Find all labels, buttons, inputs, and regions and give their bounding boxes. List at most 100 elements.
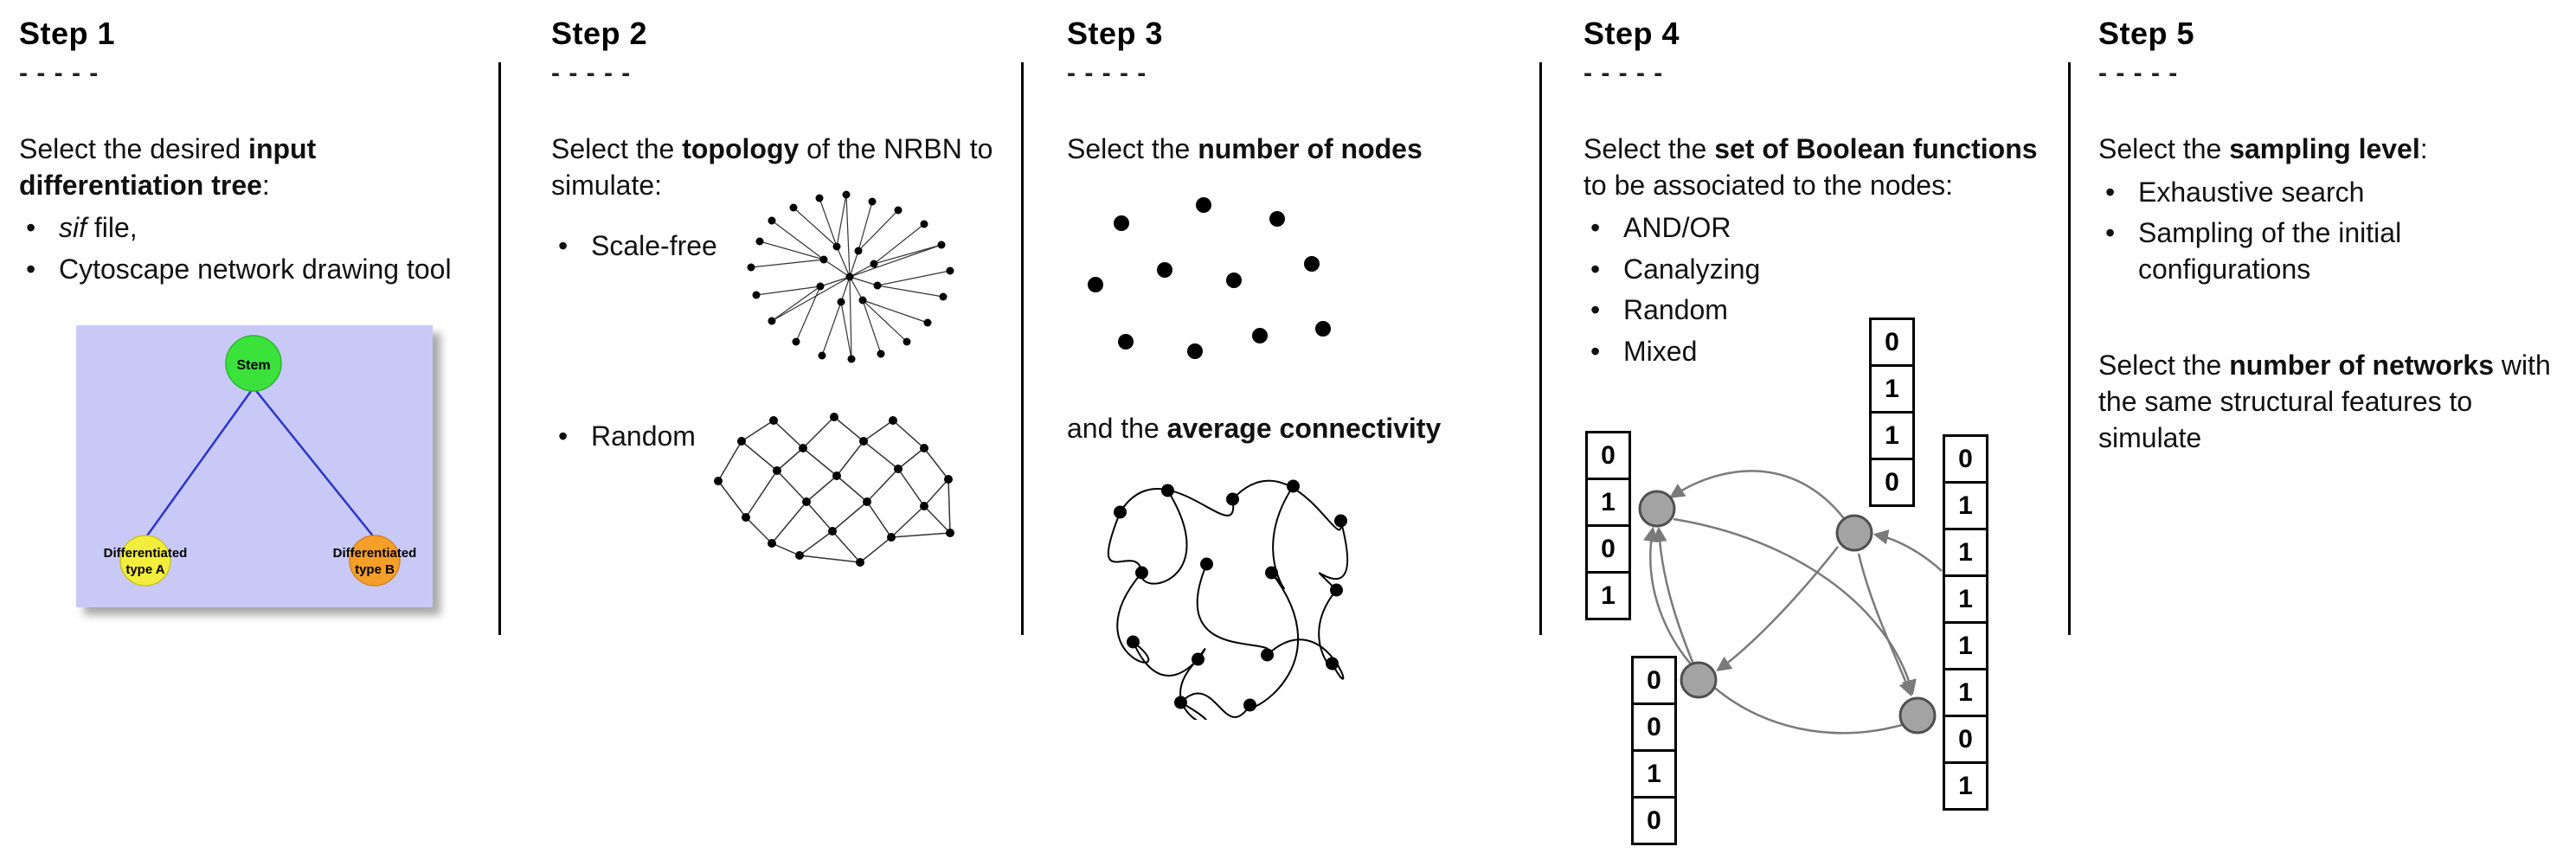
intro-bold: set of Boolean functions — [1714, 133, 2038, 164]
list-item-text: Canalyzing — [1623, 253, 1761, 285]
connectivity-graphic — [1107, 479, 1349, 721]
intro-text: Select the — [1067, 133, 1198, 164]
truth-table-cell: 1 — [1585, 571, 1631, 620]
step-4-column: Step 4 - - - - - Select the set of Boole… — [1584, 16, 2066, 846]
second-bold: number of networks — [2229, 350, 2495, 382]
truth-table-cell: 0 — [1943, 715, 1988, 764]
step-1-title: Step 1 — [19, 16, 116, 51]
truth-table-cell: 1 — [1943, 528, 1988, 577]
step-4-title: Step 4 — [1584, 16, 1680, 51]
truth-table-cell: 1 — [1943, 761, 1988, 811]
truth-table-cell: 1 — [1585, 478, 1631, 527]
bullet-marker: • — [26, 253, 36, 285]
dashed-separator: - - - - - — [2098, 59, 2179, 87]
step-2-column: Step 2 - - - - - Select the topology of … — [551, 16, 1014, 846]
bullet-marker: • — [558, 420, 569, 452]
truth-table-cell: 0 — [1631, 656, 1677, 705]
truth-table-cell: 0 — [1585, 431, 1631, 480]
sif-rest: file, — [87, 212, 138, 244]
type-b-node — [349, 535, 401, 587]
nodes-dots-graphic — [1088, 196, 1331, 359]
step-3-column: Step 3 - - - - - Select the number of no… — [1067, 16, 1536, 846]
list-item-text: AND/OR — [1623, 212, 1731, 244]
intro-text: Select the — [551, 133, 683, 164]
list-item: • Cytoscape network drawing tool — [19, 252, 493, 288]
step-5-title: Step 5 — [2098, 16, 2195, 51]
dashed-separator: - - - - - — [19, 59, 100, 87]
step-1-bullets: • sif file, • Cytoscape network drawing … — [19, 210, 493, 287]
type-a-node — [119, 535, 171, 587]
bullet-marker: • — [2105, 176, 2116, 208]
list-item: • Sampling of the initial configurations — [2098, 215, 2570, 287]
step-2-intro: Select the topology of the NRBN to simul… — [551, 132, 1014, 203]
type-a-label-line2: type A — [125, 562, 164, 577]
list-item-text: Random — [591, 420, 696, 452]
truth-table-bottom: 0 0 1 0 — [1631, 656, 1677, 845]
bullet-marker: • — [1590, 335, 1601, 367]
stem-label: Stem — [236, 358, 270, 373]
intro-text-post: of the NRBN to simulate: — [551, 133, 993, 201]
intro-text: Select the desired — [19, 133, 249, 164]
list-item-text: Cytoscape network drawing tool — [59, 253, 452, 285]
step-3-title: Step 3 — [1067, 16, 1164, 51]
truth-table-cell: 0 — [1943, 434, 1988, 484]
intro-text: Select the — [2098, 133, 2230, 164]
bullet-marker: • — [1590, 212, 1601, 244]
dashed-separator: - - - - - — [1067, 59, 1147, 87]
step-3-intro: Select the number of nodes — [1067, 132, 1536, 168]
truth-table-cell: 0 — [1869, 458, 1915, 507]
step-5-column: Step 5 - - - - - Select the sampling lev… — [2098, 16, 2570, 846]
list-item-text: Mixed — [1623, 335, 1698, 367]
boolean-network-arrows — [1638, 470, 1943, 734]
sif-label: sif — [59, 212, 87, 244]
second-text-post: with the same structural features to sim… — [2098, 350, 2551, 453]
type-a-label-line1: Differentiated — [104, 546, 188, 561]
column-divider — [498, 62, 501, 635]
truth-table-cell: 1 — [1631, 749, 1677, 799]
step-5-intro: Select the sampling level: — [2098, 132, 2570, 168]
bullet-marker: • — [26, 212, 36, 244]
stem-node — [225, 335, 282, 393]
differentiation-tree-image: Stem Differentiated type A Differentiate… — [76, 325, 433, 608]
truth-table-cell: 1 — [1943, 574, 1988, 624]
list-item-text: Random — [1623, 294, 1728, 326]
differentiation-tree-graphic: Stem Differentiated type A Differentiate… — [104, 335, 417, 587]
truth-table-left: 0 1 0 1 — [1585, 431, 1631, 620]
scale-free-network-graphic — [747, 190, 954, 363]
tree-edge-right — [253, 387, 376, 540]
truth-table-cell: 1 — [1943, 668, 1988, 717]
second-bold: average connectivity — [1166, 412, 1442, 444]
intro-text: Select the — [1584, 133, 1715, 164]
list-item: • Exhaustive search — [2098, 175, 2570, 211]
list-item-scale-free: • Scale-free — [551, 228, 717, 265]
list-item-text: Scale-free — [591, 230, 717, 261]
tree-edge-left — [144, 387, 255, 540]
truth-table-cell: 0 — [1869, 318, 1915, 367]
column-divider — [2068, 62, 2071, 635]
truth-table-top: 0 1 1 0 — [1869, 318, 1915, 507]
list-item-random: • Random — [551, 419, 696, 455]
type-b-label-line1: Differentiated — [333, 546, 417, 561]
truth-table-right: 0 1 1 1 1 1 0 1 — [1943, 434, 1988, 811]
intro-text-post: to be associated to the nodes: — [1584, 169, 1953, 201]
truth-table-cell: 1 — [1943, 621, 1988, 670]
list-item-text: Exhaustive search — [2138, 176, 2365, 208]
bullet-marker: • — [1590, 253, 1601, 285]
intro-text-post: : — [2419, 133, 2428, 164]
step-1-intro: Select the desired input differentiation… — [19, 132, 493, 203]
step-4-intro: Select the set of Boolean functions to b… — [1584, 132, 2066, 203]
intro-bold: number of nodes — [1198, 133, 1423, 164]
type-b-label-line2: type B — [355, 562, 395, 577]
bullet-marker: • — [2105, 217, 2116, 249]
list-item: • Random — [1584, 292, 2066, 329]
truth-table-cell: 0 — [1631, 796, 1677, 845]
truth-table-cell: 1 — [1943, 481, 1988, 530]
intro-bold: sampling level — [2229, 133, 2420, 164]
boolean-network-graphic: 0 1 0 1 0 1 1 0 0 0 1 0 0 1 1 1 — [1582, 311, 1999, 866]
step-4-bullets: • AND/OR • Canalyzing • Random • Mixed — [1584, 210, 2066, 369]
list-item: • AND/OR — [1584, 210, 2066, 247]
dashed-separator: - - - - - — [1584, 59, 1664, 87]
list-item: • Canalyzing — [1584, 252, 2066, 288]
column-divider — [1539, 62, 1542, 635]
